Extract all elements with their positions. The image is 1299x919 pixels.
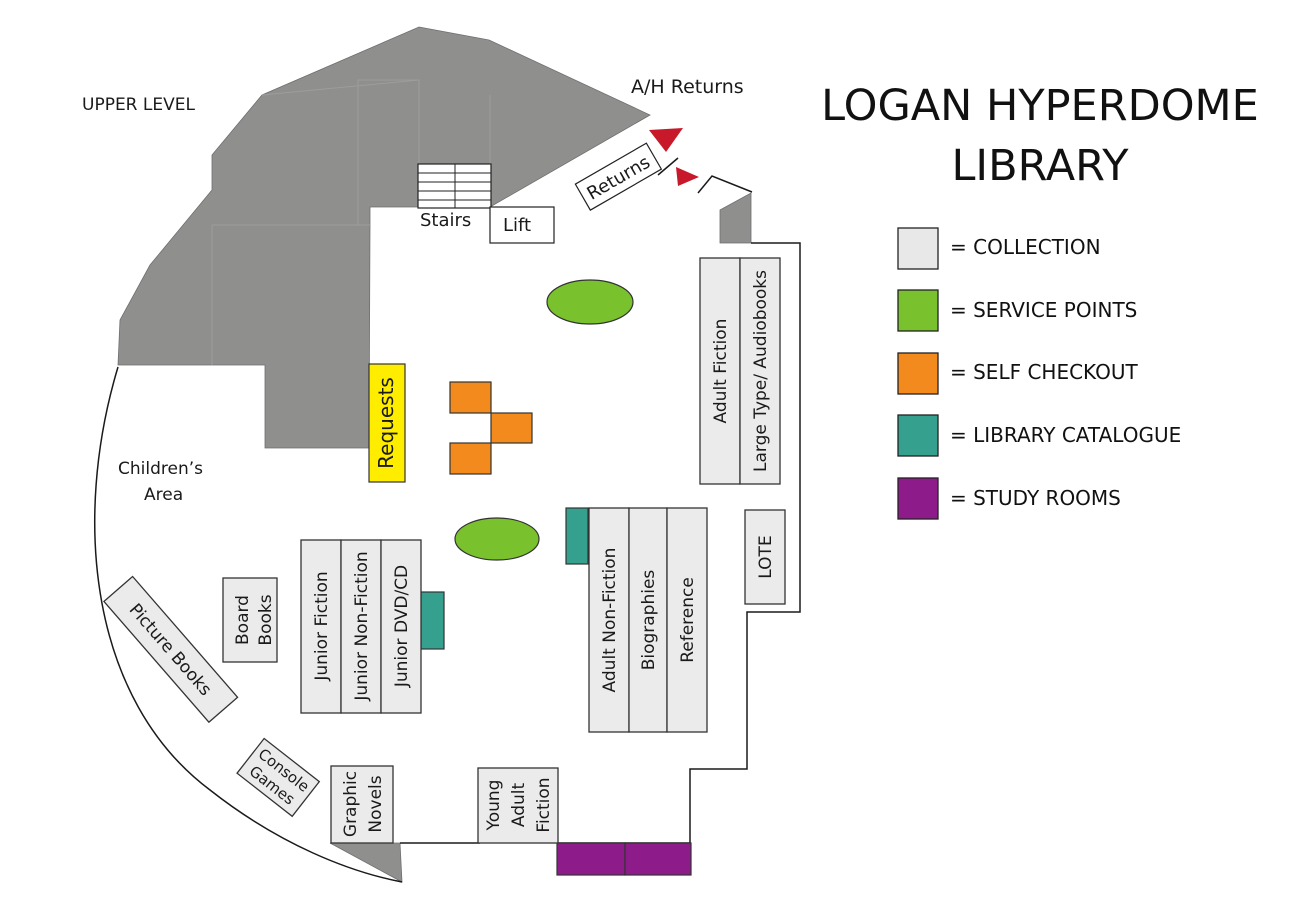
young-adult-label-2: Adult [509, 783, 529, 828]
catalogue-adult [565, 507, 589, 565]
mass-divisions [211, 79, 491, 365]
shelf-reference [666, 507, 708, 733]
legend-swatch-service-points [897, 289, 939, 332]
map-title-line-1: LOGAN HYPERDOME [821, 81, 1259, 131]
returns-chute: Returns [574, 142, 663, 211]
picture-books-group: Picture Books [103, 575, 239, 724]
young-adult-label-1: Young [484, 780, 504, 832]
pillar-east [719, 192, 752, 244]
legend-label-collection: = COLLECTION [950, 235, 1101, 259]
junior-non-fiction-label: Junior Non-Fiction [352, 551, 372, 701]
map-title-line-2: LIBRARY [951, 141, 1129, 191]
biographies-label: Biographies [639, 570, 659, 671]
graphic-novels-label-1: Graphic [341, 771, 361, 837]
shelf-junior-fiction [300, 539, 342, 714]
study-room-2 [624, 842, 692, 876]
outer-wall-east [558, 242, 801, 844]
legend-label-library-catalogue: = LIBRARY CATALOGUE [950, 423, 1181, 447]
shelf-young-adult-fiction [477, 767, 559, 844]
adult-non-fiction-label: Adult Non-Fiction [600, 548, 620, 693]
lift-label: Lift [503, 215, 531, 236]
building-mass [117, 26, 651, 449]
self-checkout-1 [449, 381, 492, 414]
shelf-junior-non-fiction [340, 539, 382, 714]
study-room-1 [556, 842, 626, 876]
shelf-console-games [236, 737, 321, 818]
catalogue-junior [420, 591, 445, 650]
requests-shelf [368, 363, 406, 483]
picture-books-label: Picture Books [125, 600, 216, 700]
shelf-board-books [222, 577, 278, 663]
legend: = COLLECTION = SERVICE POINTS = SELF CHE… [897, 227, 1181, 520]
legend-label-study-rooms: = STUDY ROOMS [950, 486, 1121, 510]
lift [489, 206, 555, 244]
pillar-south [329, 842, 403, 883]
self-checkout-3 [449, 442, 492, 475]
service-point-south [454, 517, 540, 561]
board-books-label-1: Board [233, 595, 253, 645]
level-label: UPPER LEVEL [82, 95, 195, 115]
shelf-adult-fiction [699, 257, 741, 485]
legend-swatch-study-rooms [897, 477, 939, 520]
shelf-junior-dvd-cd [380, 539, 422, 714]
console-games-group: Console Games [236, 737, 321, 818]
shelf-picture-books [103, 575, 239, 724]
requests-label: Requests [374, 377, 398, 469]
shelf-large-type [739, 257, 781, 485]
shelf-adult-non-fiction [588, 507, 630, 733]
returns-arrow-1 [649, 128, 683, 152]
childrens-area-label-1: Children’s [118, 459, 203, 479]
legend-swatch-library-catalogue [897, 414, 939, 457]
large-type-label: Large Type/ Audiobooks [751, 270, 771, 472]
legend-label-service-points: = SERVICE POINTS [950, 298, 1137, 322]
stairs-label: Stairs [420, 210, 471, 231]
service-point-north [546, 279, 634, 325]
returns-wall [657, 157, 753, 194]
graphic-novels-label-2: Novels [366, 775, 386, 832]
board-books-label-2: Books [256, 594, 276, 645]
returns-arrow-2 [676, 167, 699, 186]
adult-fiction-label: Adult Fiction [711, 319, 731, 424]
young-adult-label-3: Fiction [534, 777, 554, 832]
junior-dvd-cd-label: Junior DVD/CD [392, 565, 412, 688]
junior-fiction-label: Junior Fiction [312, 571, 332, 681]
stairs [417, 163, 492, 209]
ah-returns-label: A/H Returns [631, 76, 744, 98]
lote-label: LOTE [756, 535, 776, 578]
outer-wall-curve [94, 366, 403, 883]
legend-label-self-checkout: = SELF CHECKOUT [950, 360, 1138, 384]
self-checkout-2 [490, 412, 533, 444]
reference-label: Reference [678, 577, 698, 663]
legend-swatch-self-checkout [897, 352, 939, 395]
childrens-area-label-2: Area [144, 485, 183, 505]
shelf-lote [744, 509, 786, 605]
legend-swatch-collection [897, 227, 939, 270]
shelf-graphic-novels [330, 765, 394, 844]
